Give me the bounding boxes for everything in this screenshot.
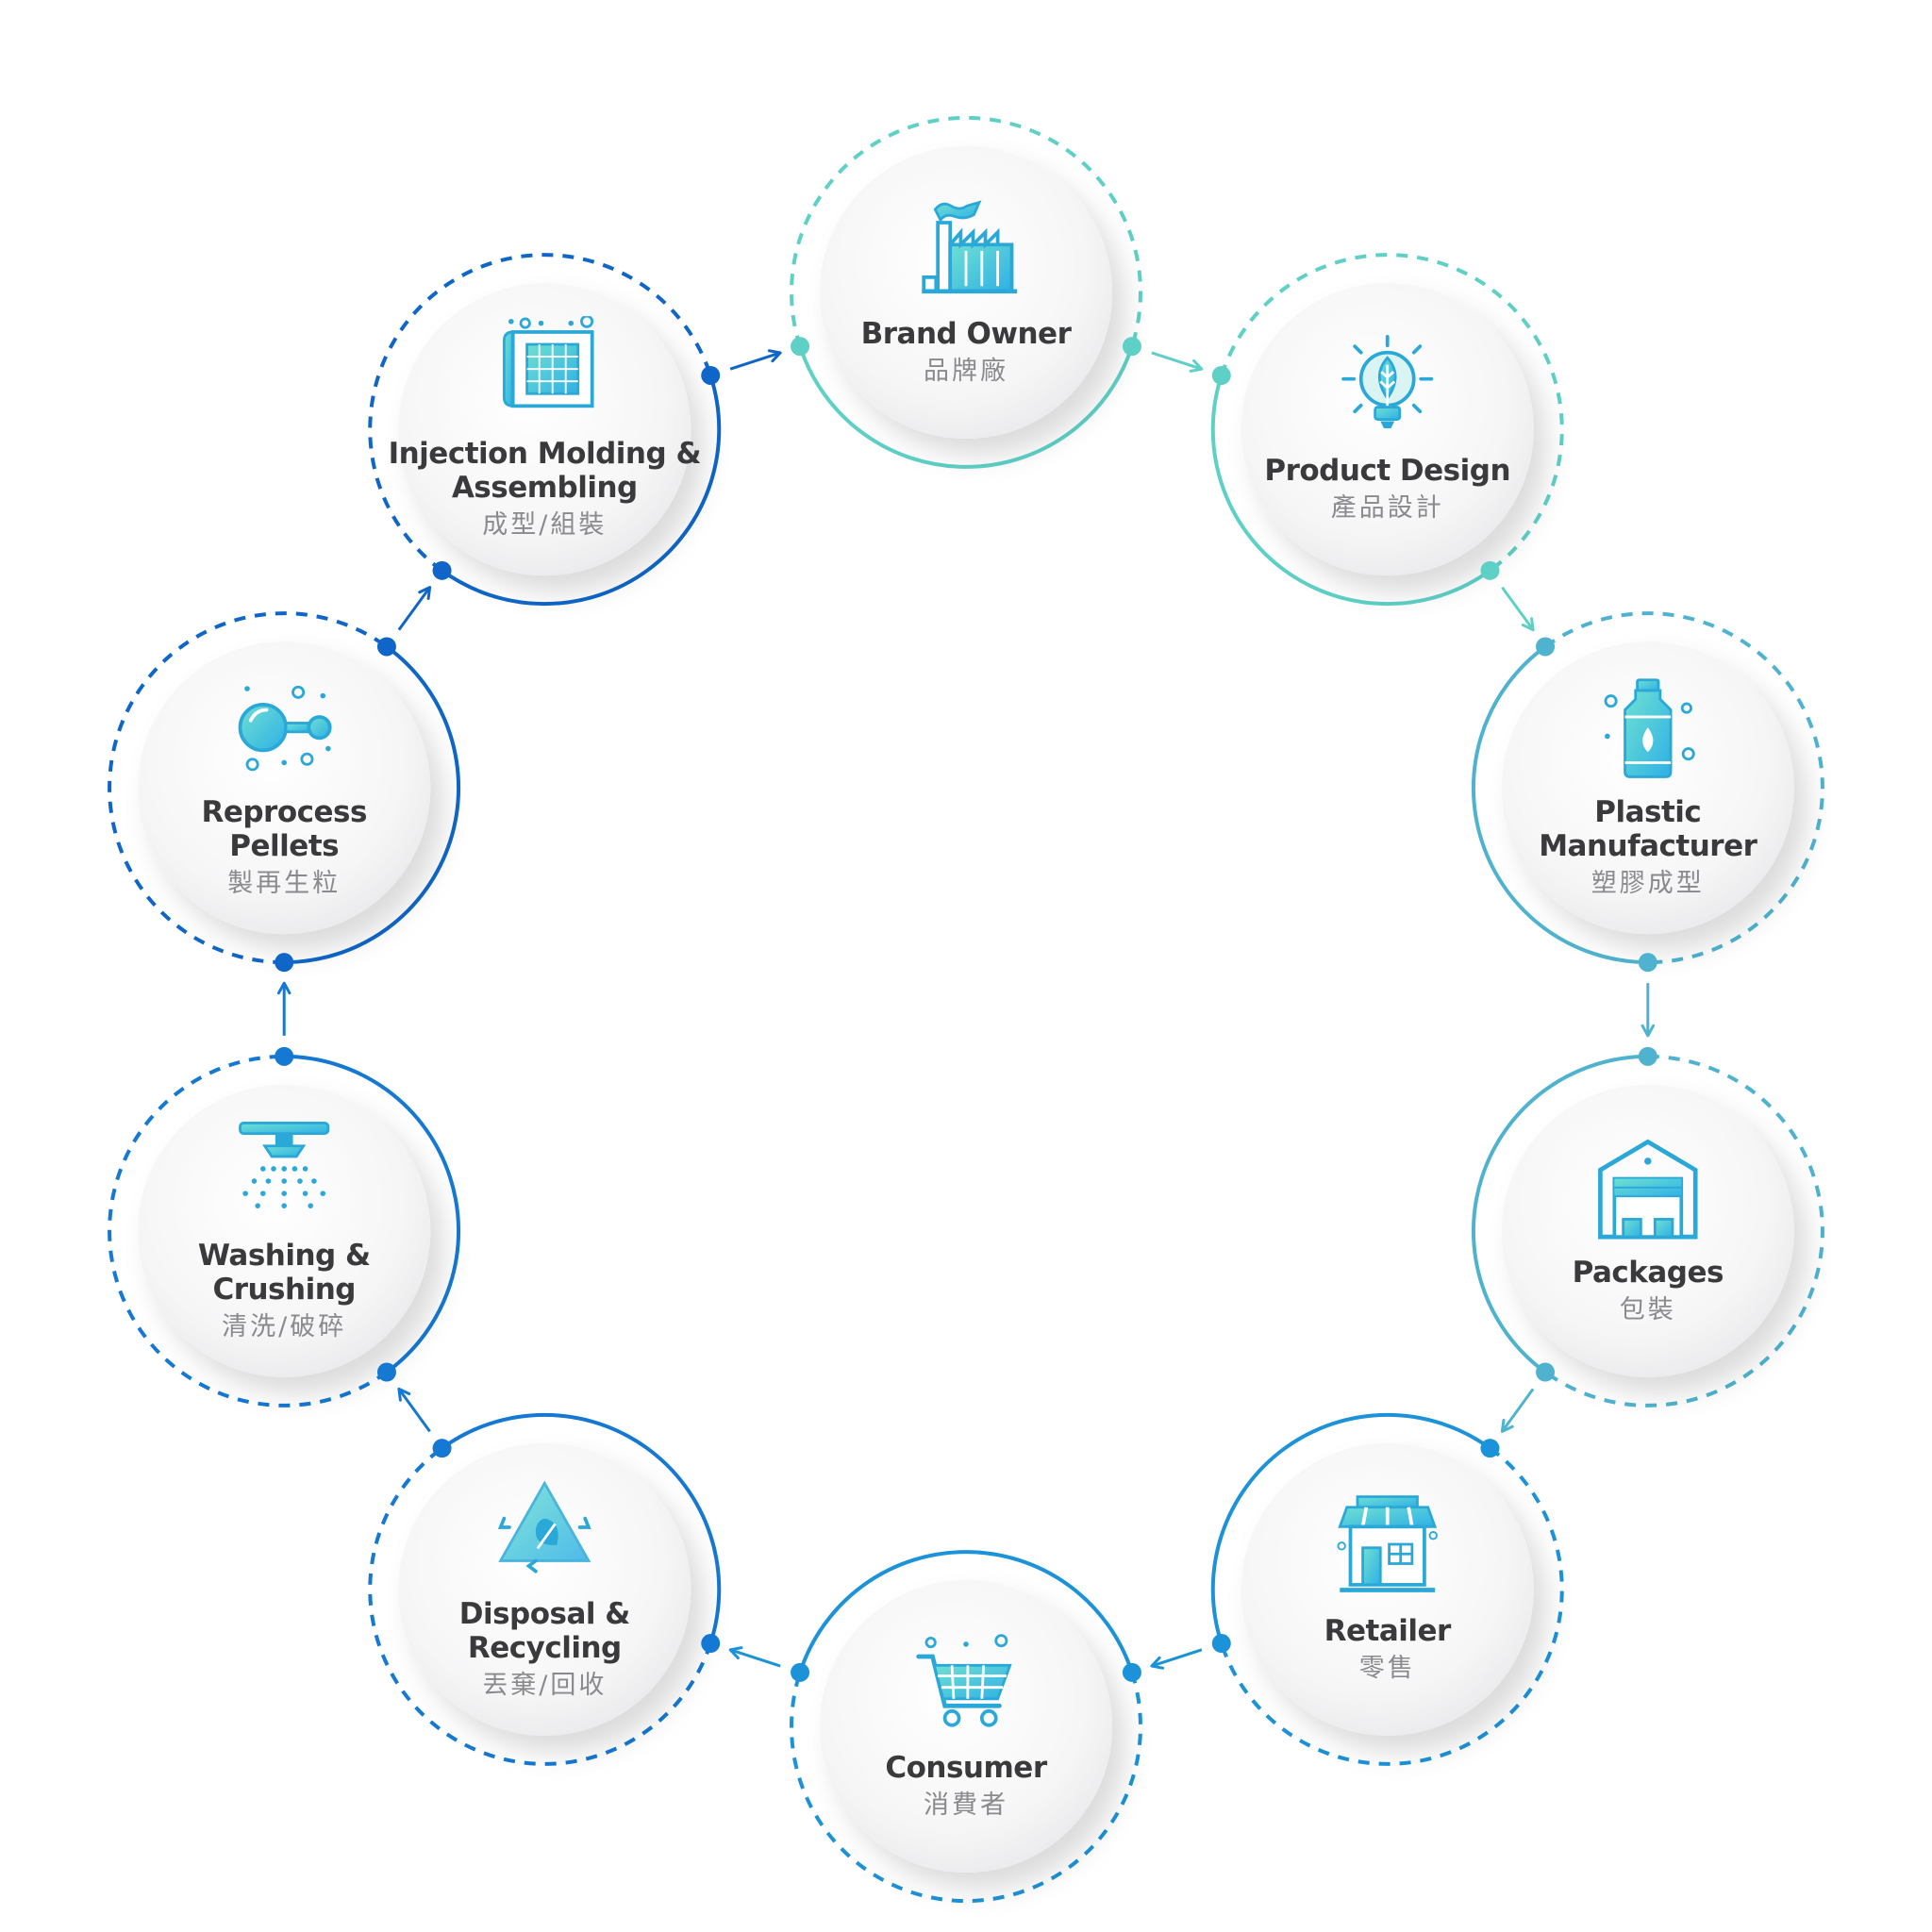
- ring-dot: [275, 953, 294, 973]
- ring-solid-arc: [798, 345, 1134, 469]
- node-title: Product Design: [1264, 454, 1510, 488]
- node-disc: [138, 1084, 431, 1377]
- ring-dot: [791, 337, 810, 357]
- node-injection-molding: Injection Molding &Assembling 成型/組裝: [368, 253, 722, 607]
- connector-arrow: [729, 349, 782, 371]
- store-icon: [1338, 1497, 1437, 1591]
- node-brand-owner: Brand Owner 品牌廠: [790, 115, 1142, 469]
- ring-dot: [791, 1662, 810, 1682]
- connector-arrow: [1501, 586, 1535, 632]
- node-title: Disposal &: [459, 1597, 630, 1631]
- node-title: Reprocess: [201, 795, 366, 829]
- ring-dot: [1638, 953, 1657, 973]
- node-subtitle: 成型/組裝: [482, 510, 607, 540]
- node-disc: [138, 641, 431, 935]
- ring-dot: [1211, 365, 1231, 385]
- node-disc: [1241, 283, 1534, 576]
- node-packages: Packages 包裝: [1471, 1046, 1824, 1407]
- node-title: Recycling: [468, 1631, 622, 1665]
- ring-dot: [1536, 637, 1556, 657]
- node-title: Assembling: [452, 471, 638, 505]
- node-subtitle: 丟棄/回收: [482, 1671, 607, 1700]
- ring-dot: [1122, 337, 1141, 357]
- ring-solid-arc: [441, 375, 722, 607]
- node-title: Injection Molding &: [389, 437, 701, 471]
- ring-solid-arc: [1210, 375, 1491, 607]
- connector-arrow: [1500, 1388, 1535, 1433]
- node-subtitle: 包裝: [1620, 1295, 1676, 1324]
- node-subtitle: 製再生粒: [227, 869, 341, 898]
- node-title: Packages: [1573, 1256, 1724, 1290]
- node-title: Washing &: [198, 1239, 371, 1273]
- connector-arrow: [397, 586, 432, 631]
- ring-dot: [432, 560, 452, 580]
- ring-solid-arc: [441, 1412, 722, 1644]
- ring-dot: [275, 1046, 294, 1066]
- ring-dot: [376, 1362, 396, 1382]
- node-disposal-recycling: Disposal &Recycling 丟棄/回收: [368, 1412, 722, 1766]
- node-disc: [1501, 641, 1794, 935]
- connector-arrow: [728, 1646, 781, 1668]
- ring-dot: [1536, 1362, 1556, 1382]
- node-subtitle: 塑膠成型: [1591, 869, 1705, 898]
- connector-arrows: [276, 349, 1656, 1670]
- node-subtitle: 零售: [1359, 1654, 1416, 1683]
- connector-arrow: [1150, 1648, 1203, 1670]
- node-title: Plastic: [1594, 795, 1701, 829]
- node-title: Crushing: [212, 1273, 356, 1307]
- node-subtitle: 清洗/破碎: [222, 1312, 346, 1341]
- node-title: Manufacturer: [1539, 829, 1757, 863]
- node-disc: [398, 283, 691, 576]
- node-disc: [398, 1442, 691, 1736]
- node-retailer: Retailer 零售: [1210, 1412, 1564, 1766]
- ring-dot: [376, 637, 396, 657]
- ring-solid-arc: [1471, 1054, 1648, 1374]
- connector-arrow: [1641, 983, 1656, 1038]
- node-title: Pellets: [229, 829, 339, 863]
- ring-solid-arc: [798, 1550, 1134, 1674]
- ring-solid-arc: [1210, 1412, 1491, 1644]
- node-title: Brand Owner: [861, 317, 1073, 351]
- ring-dot: [432, 1439, 452, 1458]
- node-subtitle: 消費者: [924, 1790, 1008, 1820]
- ring-dot: [701, 1634, 721, 1654]
- node-washing-crushing: Washing &Crushing 清洗/破碎: [108, 1046, 461, 1407]
- ring-solid-arc: [284, 644, 461, 965]
- connector-arrow: [1151, 351, 1204, 373]
- ring-solid-arc: [284, 1054, 461, 1374]
- ring-dot: [1122, 1662, 1141, 1682]
- connector-arrow: [397, 1387, 431, 1433]
- ring-solid-arc: [1471, 644, 1648, 965]
- ring-dot: [1211, 1634, 1231, 1654]
- node-title: Consumer: [885, 1751, 1047, 1785]
- connector-arrow: [276, 981, 291, 1036]
- node-disc: [820, 1580, 1112, 1873]
- node-title: Retailer: [1324, 1614, 1452, 1648]
- node-subtitle: 產品設計: [1331, 493, 1444, 523]
- ring-dot: [1480, 560, 1500, 580]
- node-consumer: Consumer 消費者: [790, 1550, 1142, 1904]
- cycle-nodes: Brand Owner 品牌廠 Product Design 產品設計 PlasticM…: [108, 115, 1824, 1904]
- node-subtitle: 品牌廠: [924, 357, 1008, 386]
- ring-dot: [1638, 1046, 1657, 1066]
- ring-dot: [1480, 1439, 1500, 1458]
- ring-dot: [701, 365, 721, 385]
- node-product-design: Product Design 產品設計: [1210, 253, 1564, 607]
